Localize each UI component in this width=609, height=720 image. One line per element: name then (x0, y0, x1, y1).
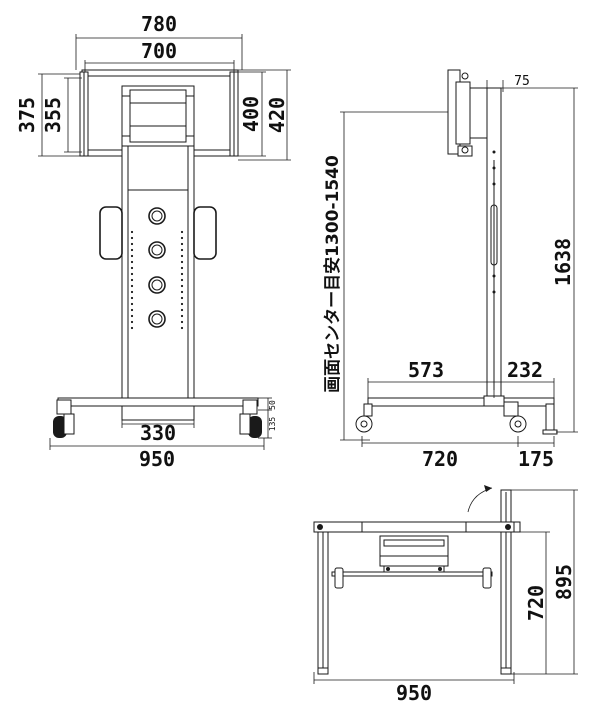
dim-rear-offset: 175 (518, 447, 554, 471)
side-front-caster (355, 415, 373, 433)
height-adjust-slot (490, 204, 498, 266)
vent-dot (180, 326, 184, 330)
dim-column-width: 330 (140, 421, 176, 445)
vent-dot (180, 296, 184, 300)
top-handle-bar (331, 571, 493, 577)
vent-dot (130, 326, 134, 330)
vent-dot (180, 236, 184, 240)
cable-port-3 (148, 276, 166, 294)
dim-inner-width: 700 (141, 39, 177, 63)
cable-port-2 (148, 241, 166, 259)
vent-dot (180, 308, 184, 312)
right-caster-wheel (248, 416, 262, 438)
vent-dot (130, 230, 134, 234)
vent-dot (180, 278, 184, 282)
vent-dot (180, 290, 184, 294)
swivel-arc (467, 487, 493, 513)
dim-offset-75: 75 (514, 74, 530, 89)
dim-height-1638: 1638 (551, 238, 575, 286)
vent-dot (130, 254, 134, 258)
dim-overall-width: 780 (141, 12, 177, 36)
vent-dot (180, 284, 184, 288)
front-column (121, 145, 195, 399)
vent-dot (130, 290, 134, 294)
vesa-plate (121, 85, 195, 147)
vent-dot (130, 272, 134, 276)
left-handle (99, 206, 123, 260)
dim-base-depth: 720 (422, 447, 458, 471)
dim-top-depth-720: 720 (524, 585, 548, 621)
side-rear-caster (509, 415, 527, 433)
vent-dot (130, 302, 134, 306)
vent-dot (180, 248, 184, 252)
vent-dot (130, 266, 134, 270)
dim-top-depth-895: 895 (552, 564, 576, 600)
dim-height-355: 355 (41, 97, 65, 133)
top-dimensions (313, 489, 578, 684)
vent-dot (180, 266, 184, 270)
front-base-bar (57, 397, 259, 407)
vent-dot (180, 242, 184, 246)
right-caster-mount (242, 399, 258, 415)
vent-dot (180, 320, 184, 324)
dim-height-400: 400 (239, 96, 263, 132)
top-left-cap (313, 521, 363, 533)
vent-dot (130, 296, 134, 300)
vent-dot (130, 308, 134, 312)
dim-base-width: 950 (139, 447, 175, 471)
vent-dot (130, 242, 134, 246)
vent-dot (130, 248, 134, 252)
dim-top-width: 950 (396, 681, 432, 705)
cable-port-4 (148, 310, 166, 328)
top-view: 720 895 950 (313, 485, 578, 705)
vent-dot (180, 314, 184, 318)
front-view: 780 700 375 355 400 420 330 950 50 135 (15, 12, 291, 471)
vent-dot (130, 278, 134, 282)
vent-dot (130, 260, 134, 264)
side-view: 75 1638 画面センター目安1300-1540 573 232 720 17… (322, 69, 578, 471)
vent-dot (130, 320, 134, 324)
vent-dot (130, 314, 134, 318)
dim-wheel-50: 50 (268, 400, 277, 410)
left-caster-mount (56, 399, 72, 415)
vent-dot (180, 302, 184, 306)
cable-port-1 (148, 207, 166, 225)
dim-rear-depth: 232 (507, 358, 543, 382)
front-dimensions (38, 34, 291, 450)
dim-height-420: 420 (265, 97, 289, 133)
vent-holes (130, 230, 184, 330)
vent-dot (130, 284, 134, 288)
side-base-bar (367, 397, 555, 407)
vent-dot (130, 236, 134, 240)
dim-height-375: 375 (15, 97, 39, 133)
dim-wheel-135: 135 (268, 417, 277, 432)
vent-dot (180, 272, 184, 276)
vent-dot (180, 230, 184, 234)
dim-front-depth: 573 (408, 358, 444, 382)
vent-dot (180, 260, 184, 264)
rear-foot (545, 403, 555, 433)
screen-center-label: 画面センター目安1300-1540 (322, 155, 343, 393)
right-handle (193, 206, 217, 260)
side-dimensions (340, 80, 578, 447)
vent-dot (180, 254, 184, 258)
top-right-cap (465, 521, 515, 533)
